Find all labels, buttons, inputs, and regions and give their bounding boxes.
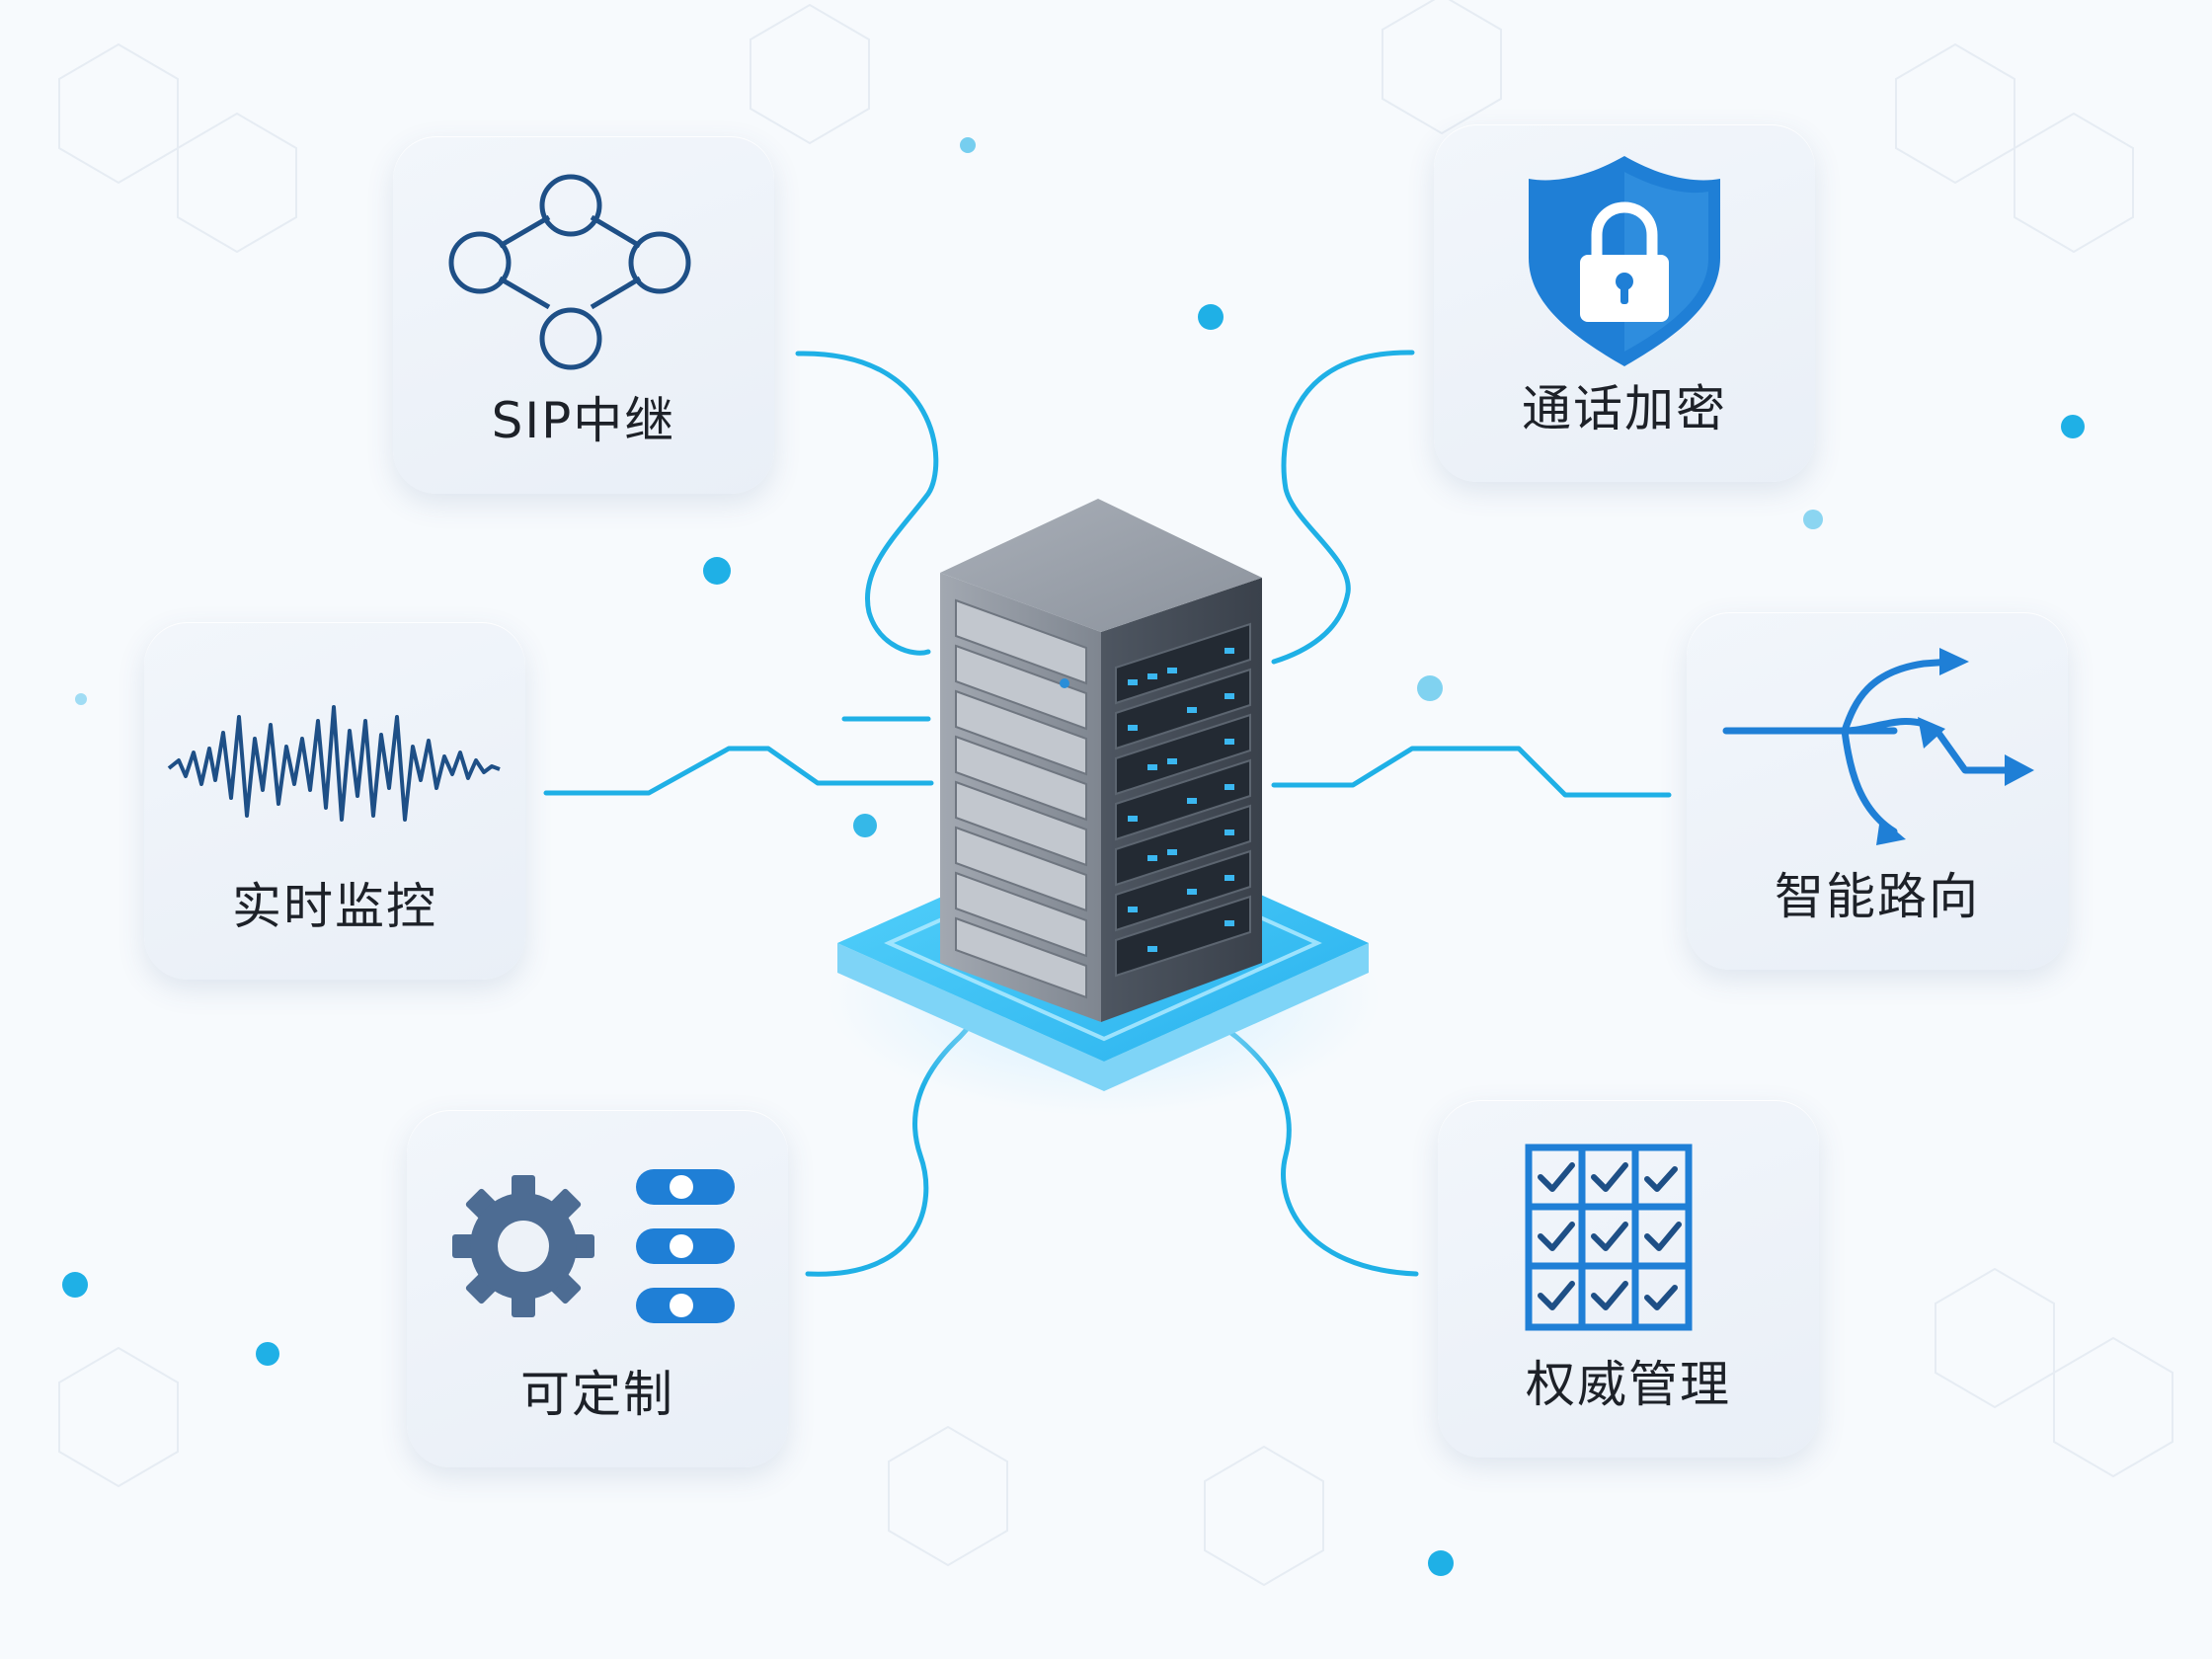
dot (1803, 510, 1823, 529)
feature-card-realtime-monitoring: 实时监控 (144, 622, 525, 980)
feature-label: 权威管理 (1526, 1356, 1731, 1413)
branching-arrows-icon (1722, 648, 2034, 845)
connector-monitor (543, 746, 934, 796)
dot (1417, 675, 1443, 701)
feature-card-call-encryption: 通话加密 (1434, 124, 1815, 482)
connector-encrypt (1271, 350, 1415, 665)
server-rack-icon (828, 499, 1381, 1116)
feature-label: 可定制 (520, 1366, 674, 1423)
dot (1198, 304, 1224, 330)
background-hex-pattern (58, 0, 2173, 1587)
feature-card-customizable: 可定制 (407, 1110, 788, 1467)
checkbox-grid-icon (1525, 1144, 1693, 1331)
waveform-icon (167, 705, 501, 822)
dot (75, 693, 87, 705)
toggle-switches-icon (636, 1169, 735, 1323)
dot (703, 557, 731, 585)
feature-label: 通话加密 (1522, 380, 1727, 437)
connector-sip (795, 351, 939, 656)
dot (256, 1342, 279, 1366)
dot (853, 814, 877, 837)
shield-lock-icon (1529, 156, 1720, 366)
feature-card-sip-trunk: SIP中继 (393, 136, 774, 494)
feature-card-authority-management: 权威管理 (1438, 1100, 1819, 1458)
decorative-dots (62, 137, 2085, 1576)
server-rack-top-face (940, 499, 1262, 632)
dot (62, 1272, 88, 1298)
connector-routing (1271, 746, 1672, 798)
dot (2061, 415, 2085, 438)
dot (1428, 1550, 1454, 1576)
network-nodes-icon (448, 174, 691, 370)
gear-icon (452, 1175, 594, 1317)
feature-label: SIP中继 (491, 392, 676, 449)
server-base-side (837, 943, 1369, 1091)
feature-label: 实时监控 (232, 878, 437, 935)
gear-toggles-icon (452, 1169, 735, 1323)
feature-label: 智能路向 (1775, 868, 1980, 925)
feature-card-smart-routing: 智能路向 (1687, 612, 2068, 970)
dot (960, 137, 976, 153)
